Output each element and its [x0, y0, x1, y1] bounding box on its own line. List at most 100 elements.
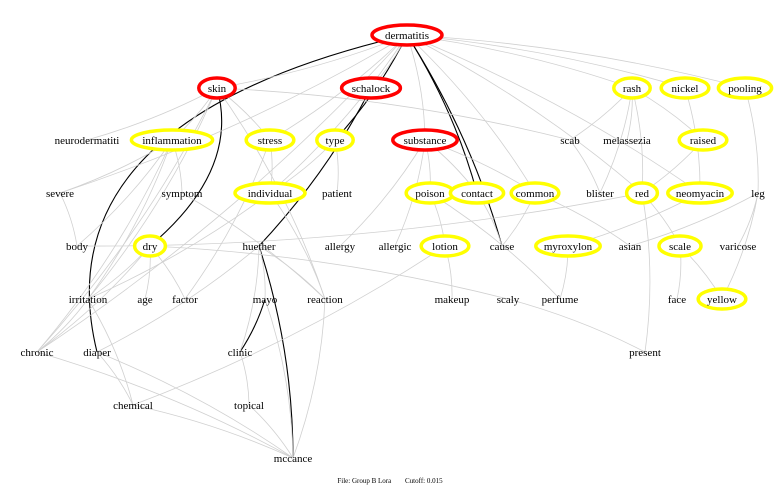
edge-individual-reaction — [269, 192, 326, 300]
node-label: clinic — [228, 347, 253, 359]
node-ellipse — [233, 181, 307, 205]
node-skin[interactable]: skin — [197, 76, 237, 100]
node-severe[interactable]: severe — [46, 188, 74, 200]
node-ellipse — [315, 128, 355, 152]
edge-dermatitis-pooling — [406, 34, 746, 89]
node-melassezia[interactable]: melassezia — [603, 135, 651, 147]
node-blister[interactable]: blister — [586, 188, 614, 200]
node-scaly[interactable]: scaly — [497, 294, 520, 306]
node-label: present — [629, 347, 661, 359]
node-contact[interactable]: contact — [448, 181, 506, 205]
node-symptom[interactable]: symptom — [162, 188, 203, 200]
node-substance[interactable]: substance — [391, 128, 459, 152]
node-stress[interactable]: stress — [244, 128, 296, 152]
node-label: rash — [623, 83, 642, 95]
node-age[interactable]: age — [137, 294, 152, 306]
node-cause[interactable]: cause — [490, 241, 515, 253]
node-makeup[interactable]: makeup — [435, 294, 470, 306]
node-allergic[interactable]: allergic — [379, 241, 412, 253]
node-clinic[interactable]: clinic — [228, 347, 253, 359]
edge-lotion-chemical — [132, 245, 446, 406]
edge-inflammation-irritation — [87, 139, 173, 300]
node-ellipse — [666, 181, 734, 205]
node-label: skin — [208, 83, 227, 95]
footer-file: File: Group B Lora — [337, 477, 392, 485]
edge-dermatitis-rash — [406, 34, 633, 89]
node-asian[interactable]: asian — [619, 241, 642, 253]
node-present[interactable]: present — [629, 347, 661, 359]
node-label: poison — [415, 188, 445, 200]
node-label: scaly — [497, 294, 520, 306]
node-chronic[interactable]: chronic — [21, 347, 54, 359]
node-type[interactable]: type — [315, 128, 355, 152]
node-poison[interactable]: poison — [404, 181, 456, 205]
edge-skin-irritation — [87, 87, 218, 300]
edge-substance-allergy — [339, 139, 426, 247]
node-ellipse — [197, 76, 237, 100]
node-face[interactable]: face — [668, 294, 686, 306]
node-neomyacin[interactable]: neomyacin — [666, 181, 734, 205]
node-red[interactable]: red — [624, 181, 660, 205]
node-topical[interactable]: topical — [234, 400, 264, 412]
node-nickel[interactable]: nickel — [659, 76, 711, 100]
node-chemical[interactable]: chemical — [113, 400, 153, 412]
node-yellow[interactable]: yellow — [696, 287, 748, 311]
node-myroxylon[interactable]: myroxylon — [534, 234, 602, 258]
node-ellipse — [659, 76, 711, 100]
node-scab[interactable]: scab — [560, 135, 580, 147]
node-irritation[interactable]: irritation — [69, 294, 108, 306]
node-schalock[interactable]: schalock — [339, 76, 403, 100]
node-mayo[interactable]: mayo — [253, 294, 278, 306]
node-mccance[interactable]: mccance — [274, 453, 313, 465]
node-pooling[interactable]: pooling — [716, 76, 774, 100]
node-label: neomyacin — [676, 188, 725, 200]
node-body[interactable]: body — [66, 241, 89, 253]
node-label: varicose — [720, 241, 757, 253]
node-ellipse — [391, 128, 459, 152]
edge-skin-scab — [216, 87, 571, 141]
node-label: reaction — [307, 294, 343, 306]
node-reaction[interactable]: reaction — [307, 294, 343, 306]
node-huether[interactable]: huether — [243, 241, 276, 253]
node-ellipse — [448, 181, 506, 205]
node-label: age — [137, 294, 152, 306]
node-ellipse — [509, 181, 561, 205]
node-label: makeup — [435, 294, 470, 306]
node-diaper[interactable]: diaper — [83, 347, 111, 359]
node-rash[interactable]: rash — [612, 76, 652, 100]
node-lotion[interactable]: lotion — [419, 234, 471, 258]
edge-chemical-mccance — [132, 404, 294, 459]
node-label: allergy — [325, 241, 356, 253]
node-dry[interactable]: dry — [132, 234, 168, 258]
node-label: raised — [690, 135, 717, 147]
edge-topical-mccance — [248, 404, 294, 459]
edge-huether-clinic — [239, 245, 260, 353]
node-leg[interactable]: leg — [751, 188, 765, 200]
node-label: mayo — [253, 294, 278, 306]
node-raised[interactable]: raised — [677, 128, 729, 152]
edge-dry-scaly — [149, 245, 509, 300]
footer: File: Group B Lora Cutoff: 0.015 — [0, 477, 780, 485]
node-dermatitis[interactable]: dermatitis — [370, 23, 444, 47]
node-label: scale — [669, 241, 691, 253]
node-factor[interactable]: factor — [172, 294, 198, 306]
node-varicose[interactable]: varicose — [720, 241, 757, 253]
edge-diaper-chemical — [96, 351, 134, 406]
node-perfume[interactable]: perfume — [542, 294, 579, 306]
edge-chronic-mccance — [36, 351, 294, 459]
node-scale[interactable]: scale — [657, 234, 703, 258]
node-label: red — [635, 188, 650, 200]
node-label: individual — [248, 188, 293, 200]
node-inflammation[interactable]: inflammation — [129, 128, 215, 152]
node-allergy[interactable]: allergy — [325, 241, 356, 253]
node-label: patient — [322, 188, 352, 200]
edge-huether-mccance — [258, 245, 294, 459]
node-neurodermatiti[interactable]: neurodermatiti — [55, 135, 120, 147]
node-individual[interactable]: individual — [233, 181, 307, 205]
node-patient[interactable]: patient — [322, 188, 352, 200]
node-common[interactable]: common — [509, 181, 561, 205]
node-label: severe — [46, 188, 74, 200]
edge-dermatitis-red — [406, 34, 643, 194]
node-label: asian — [619, 241, 642, 253]
